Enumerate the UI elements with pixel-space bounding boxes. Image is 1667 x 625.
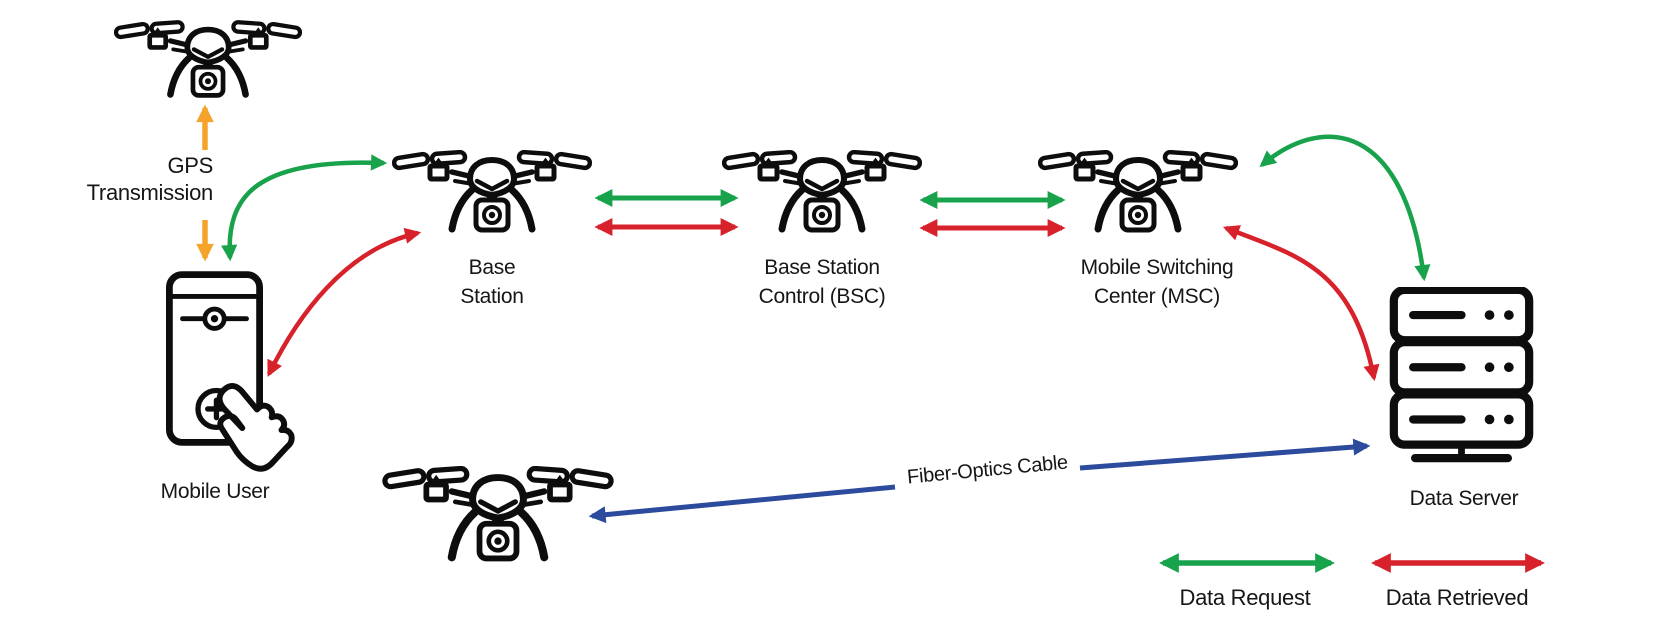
base-station-label-line2: Station [460, 285, 524, 308]
bsc-label-line1: Base Station [764, 256, 880, 279]
msc-label-line1: Mobile Switching [1080, 256, 1234, 279]
mobile-user-label: Mobile User [160, 480, 270, 503]
legend-data-request-label: Data Request [1179, 585, 1311, 610]
bsc-label: Base Station Control (BSC) [722, 253, 922, 311]
gps-transmission-label: GPS Transmission [63, 152, 214, 206]
legend-data-retrieved-label: Data Retrieved [1385, 585, 1529, 610]
drone-icon [723, 152, 920, 230]
fiber-arrow-right [1079, 438, 1371, 471]
drone-icon [115, 22, 300, 95]
drone-icon [393, 152, 590, 230]
base-station-label: Base Station [392, 253, 592, 311]
request-arrow-user-basestation [221, 154, 388, 262]
retrieve-arrow-server-msc [1222, 225, 1380, 382]
gps-label-line1: GPS [167, 153, 213, 178]
fiber-arrow-left [588, 484, 896, 524]
request-arrow-msc-server [1259, 134, 1431, 282]
bsc-label-line2: Control (BSC) [758, 285, 886, 308]
retrieve-arrow-basestation-user [266, 227, 422, 377]
msc-label-line2: Center (MSC) [1094, 285, 1220, 308]
data-server-label: Data Server [1409, 487, 1519, 510]
base-station-label-line1: Base [468, 256, 516, 279]
drone-icon [384, 468, 612, 558]
msc-label: Mobile Switching Center (MSC) [1032, 253, 1282, 311]
gps-label-line2: Transmission [86, 180, 214, 205]
server-icon [1394, 290, 1529, 458]
drone-icon [1039, 152, 1236, 230]
